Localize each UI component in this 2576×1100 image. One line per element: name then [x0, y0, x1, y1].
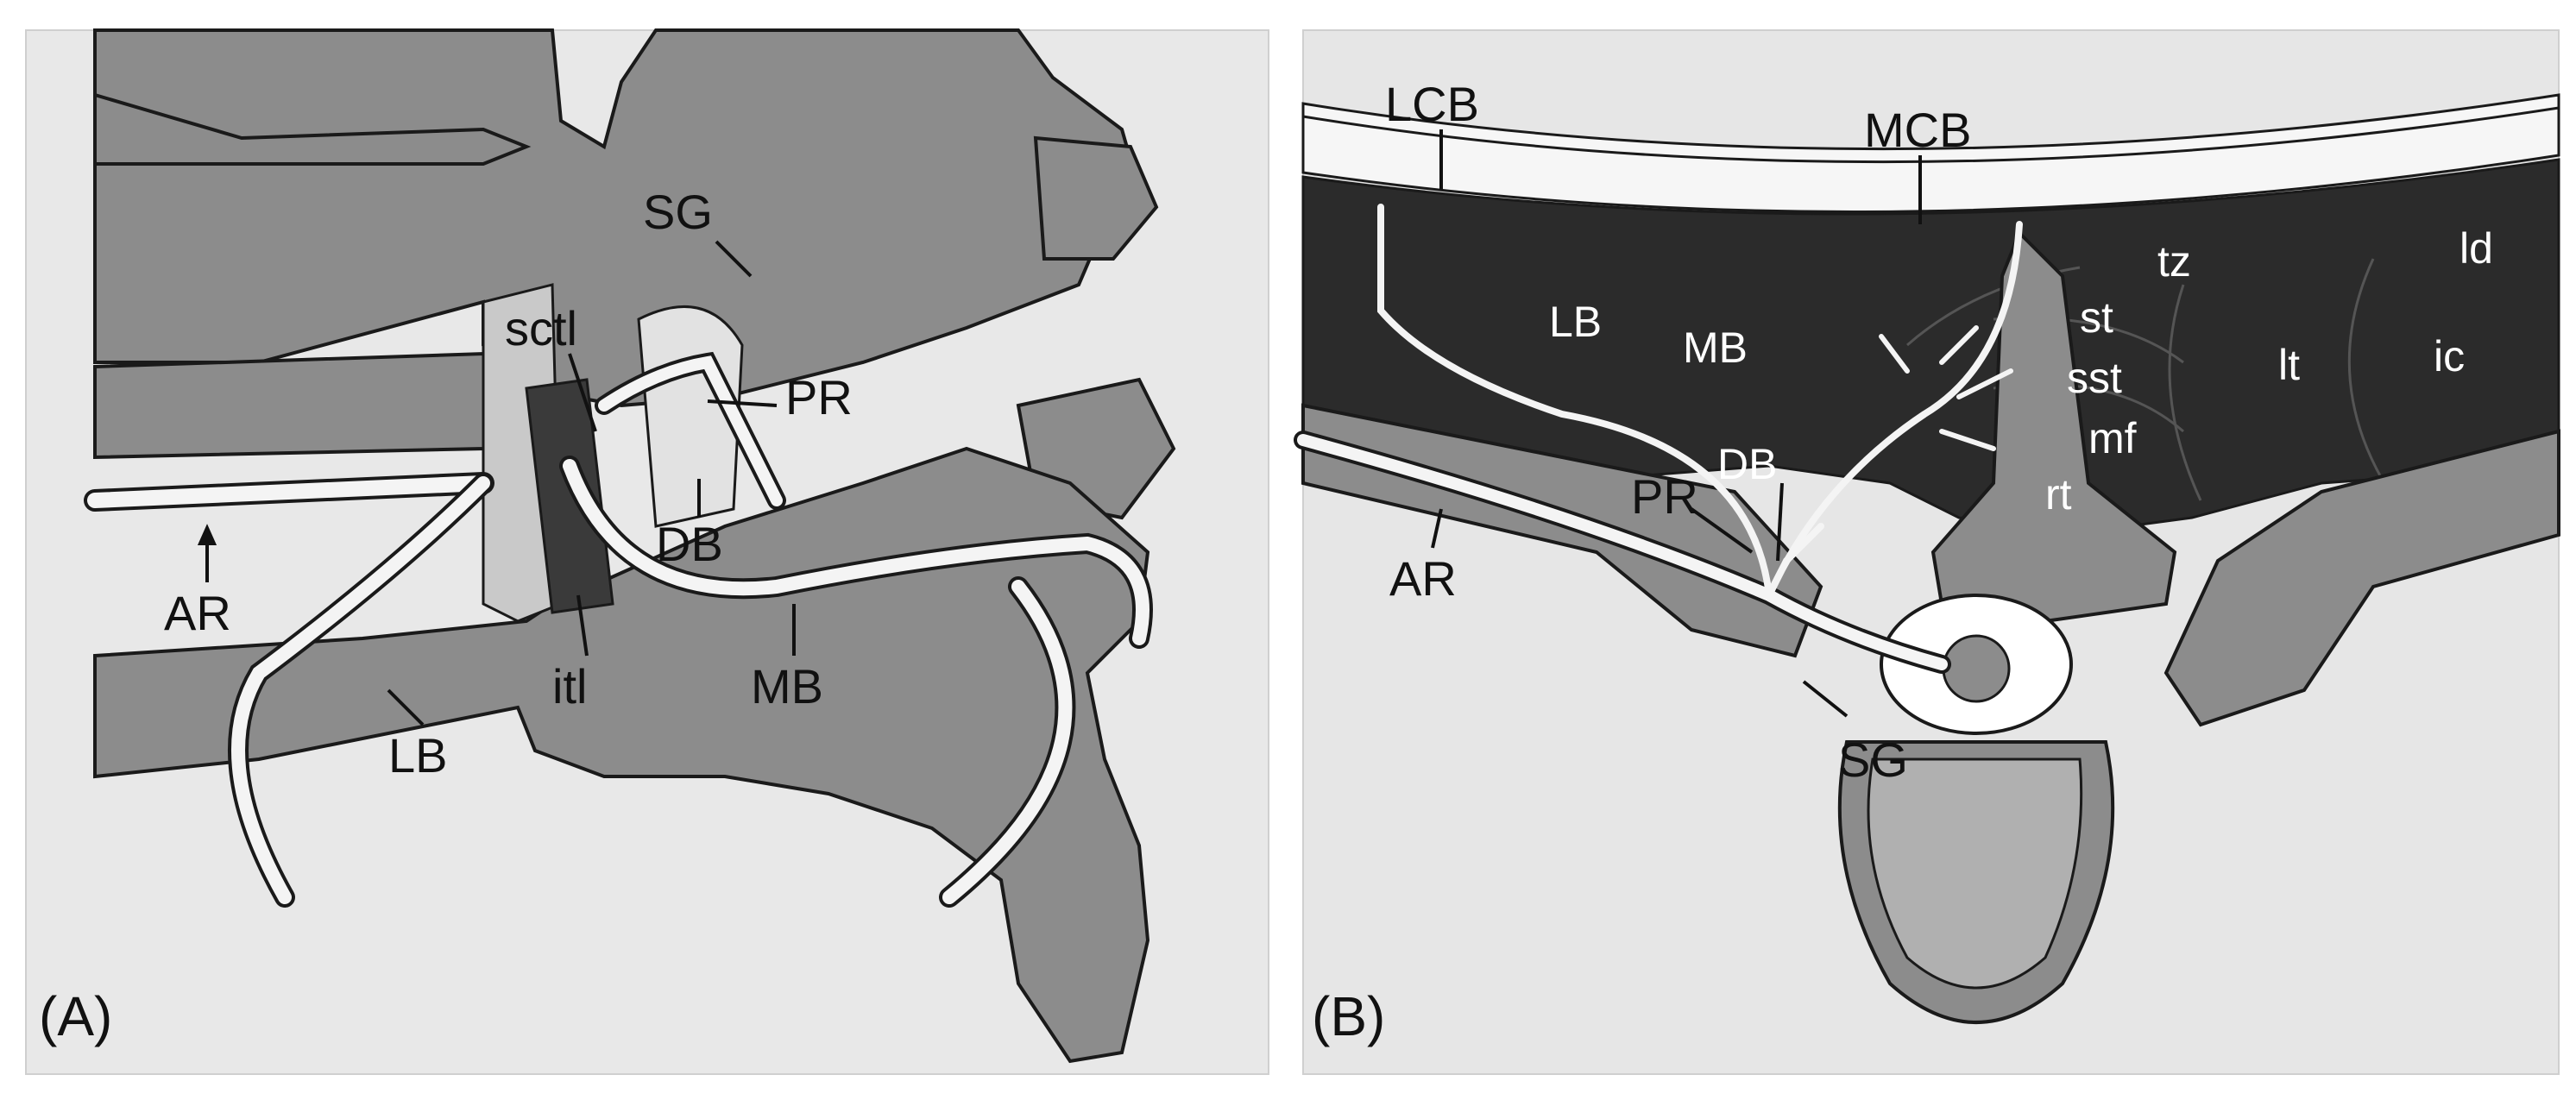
upper-transverse-process: [93, 92, 532, 166]
lower-vertebra: [93, 446, 1150, 1064]
label-ar: AR: [164, 586, 231, 640]
label-ic: ic: [2434, 332, 2465, 380]
nerve-branches-b: [1879, 325, 2013, 451]
nerve-lb: [231, 476, 490, 904]
nerve-group-b: [1294, 204, 2023, 674]
nerve-lb-b: [1377, 204, 1773, 599]
nerve-pr: [598, 355, 783, 506]
arrow-sg: [715, 240, 753, 278]
upper-spinous-tip: [1033, 135, 1159, 261]
arrow-itl: [576, 594, 589, 657]
label-mcb: MCB: [1864, 103, 1971, 157]
spinal-cord: [1942, 634, 2011, 703]
boundary-lt-ic: [2347, 258, 2384, 480]
label-sg: SG: [643, 185, 713, 239]
arrow-pr: [707, 399, 778, 407]
arrow-sg-b: [1802, 680, 1849, 718]
label-sctl: sctl: [505, 301, 577, 355]
nerve-mb-descending: [942, 580, 1073, 904]
panel-b-tag: (B): [1312, 985, 1385, 1047]
label-pr-b: PR: [1631, 469, 1698, 524]
label-tz: tz: [2157, 237, 2191, 286]
panel-b-arrows: [1431, 129, 1922, 718]
intertransverse-ligament: [525, 378, 614, 614]
label-mb: MB: [751, 659, 823, 713]
label-lcb: LCB: [1385, 77, 1479, 131]
panel-a-illustration: SG sctl PR DB AR itl MB LB (A): [25, 28, 1269, 1075]
boundary-st-lt: [2168, 284, 2202, 501]
arrow-pr-b: [1690, 507, 1754, 554]
nerve-db-b: [1766, 523, 1824, 599]
subcutaneous-layer: [1301, 93, 2560, 213]
arrow-lb: [387, 688, 425, 726]
facet-capsule: [482, 283, 563, 623]
label-rt: rt: [2045, 470, 2072, 519]
panel-b-illustration: LCB MCB AR PR SG tz ld LB MB st sst lt i…: [1294, 29, 2560, 1075]
label-ar-b: AR: [1389, 551, 1457, 606]
label-lb-b: LB: [1549, 298, 1602, 346]
label-pr: PR: [785, 370, 853, 424]
label-sg-b: SG: [1838, 732, 1908, 787]
nerve-ar-b: [1297, 434, 1948, 670]
label-db-b: DB: [1717, 440, 1777, 488]
nerve-group: [84, 351, 1153, 908]
label-lt: lt: [2278, 341, 2300, 389]
label-lb: LB: [388, 728, 448, 783]
panel-b: LCB MCB AR PR SG tz ld LB MB st sst lt i…: [1286, 0, 2576, 1100]
label-ld: ld: [2459, 224, 2493, 273]
label-mb-b: MB: [1683, 324, 1748, 372]
label-itl: itl: [552, 659, 587, 713]
arrow-ar-head: [197, 524, 217, 545]
panel-a-tag: (A): [39, 985, 112, 1047]
label-sst: sst: [2067, 354, 2122, 402]
label-mf: mf: [2088, 414, 2137, 462]
nerve-mb-b: [1766, 221, 2023, 599]
panel-a-arrows: [197, 240, 796, 726]
skin-line: [1302, 106, 2560, 164]
arrow-sctl: [568, 353, 597, 432]
nerve-ar: [87, 475, 491, 508]
nerve-mb: [563, 459, 1149, 645]
right-rib: [2163, 429, 2560, 727]
label-db: DB: [656, 517, 723, 571]
panel-a: SG sctl PR DB AR itl MB LB (A): [0, 0, 1286, 1100]
label-st: st: [2080, 293, 2113, 342]
middle-rib: [93, 351, 503, 460]
vertebral-body-inner: [1867, 757, 2083, 990]
arrow-ar-b: [1431, 508, 1443, 549]
arrow-db-b: [1776, 482, 1784, 562]
